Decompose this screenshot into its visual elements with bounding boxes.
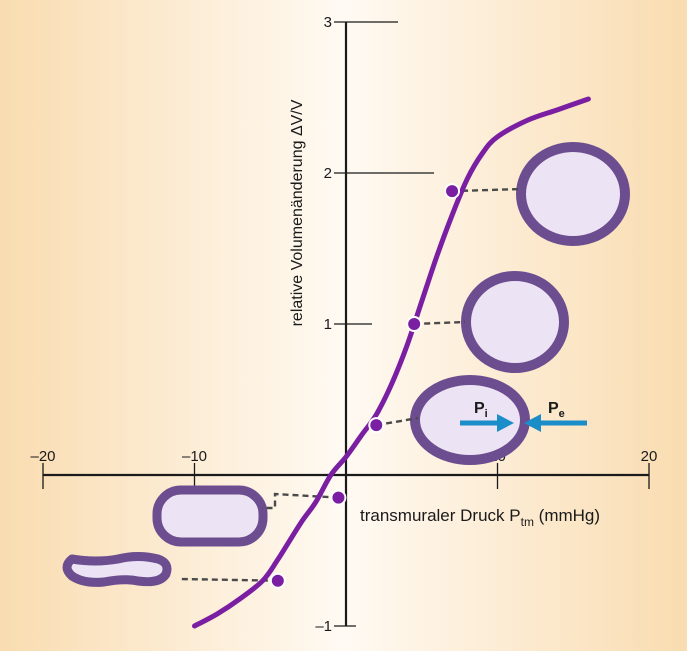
vessel-distended [516,142,630,246]
data-point [269,572,286,589]
y-tick-label: –1 [315,618,332,635]
vessel-flattened [152,485,268,547]
connector-line [376,416,419,427]
y-tick-label: 2 [324,165,332,182]
connector-line [179,577,278,582]
curve-layer [192,96,591,629]
x-tick-label: –10 [182,448,207,465]
p-inner-subscript: i [485,408,488,420]
vessel-illustrations [62,142,630,587]
data-point [330,489,347,506]
pressure-arrows [460,414,587,432]
data-point [444,183,461,200]
connector-line [414,320,466,326]
points-layer [269,183,461,589]
data-point [368,417,385,434]
p-outer-subscript: e [559,408,565,420]
x-tick-label: 20 [641,448,658,465]
vessel-round [461,271,569,373]
p-inner-arrow-head [497,414,514,432]
p-outer-arrow-head [524,414,541,432]
vessel-oval [410,375,530,465]
pressure-volume-curve [192,96,591,629]
x-axis-label-subscript: tm [521,515,534,529]
vessel-collapsed [62,552,172,587]
x-axis-label: transmuraler Druck Ptm (mmHg) [360,506,600,529]
y-tick-label: 1 [324,316,332,333]
y-axis-label: relative Volumenänderung ΔV/V [289,99,306,326]
connector-line [262,492,339,510]
x-tick-label: –20 [30,448,55,465]
x-axis-label-unit: (mmHg) [534,506,600,525]
p-outer-label: Pe [548,400,565,420]
p-inner-label: Pi [474,400,488,420]
data-point [406,316,423,332]
y-tick-label: 3 [324,14,332,31]
